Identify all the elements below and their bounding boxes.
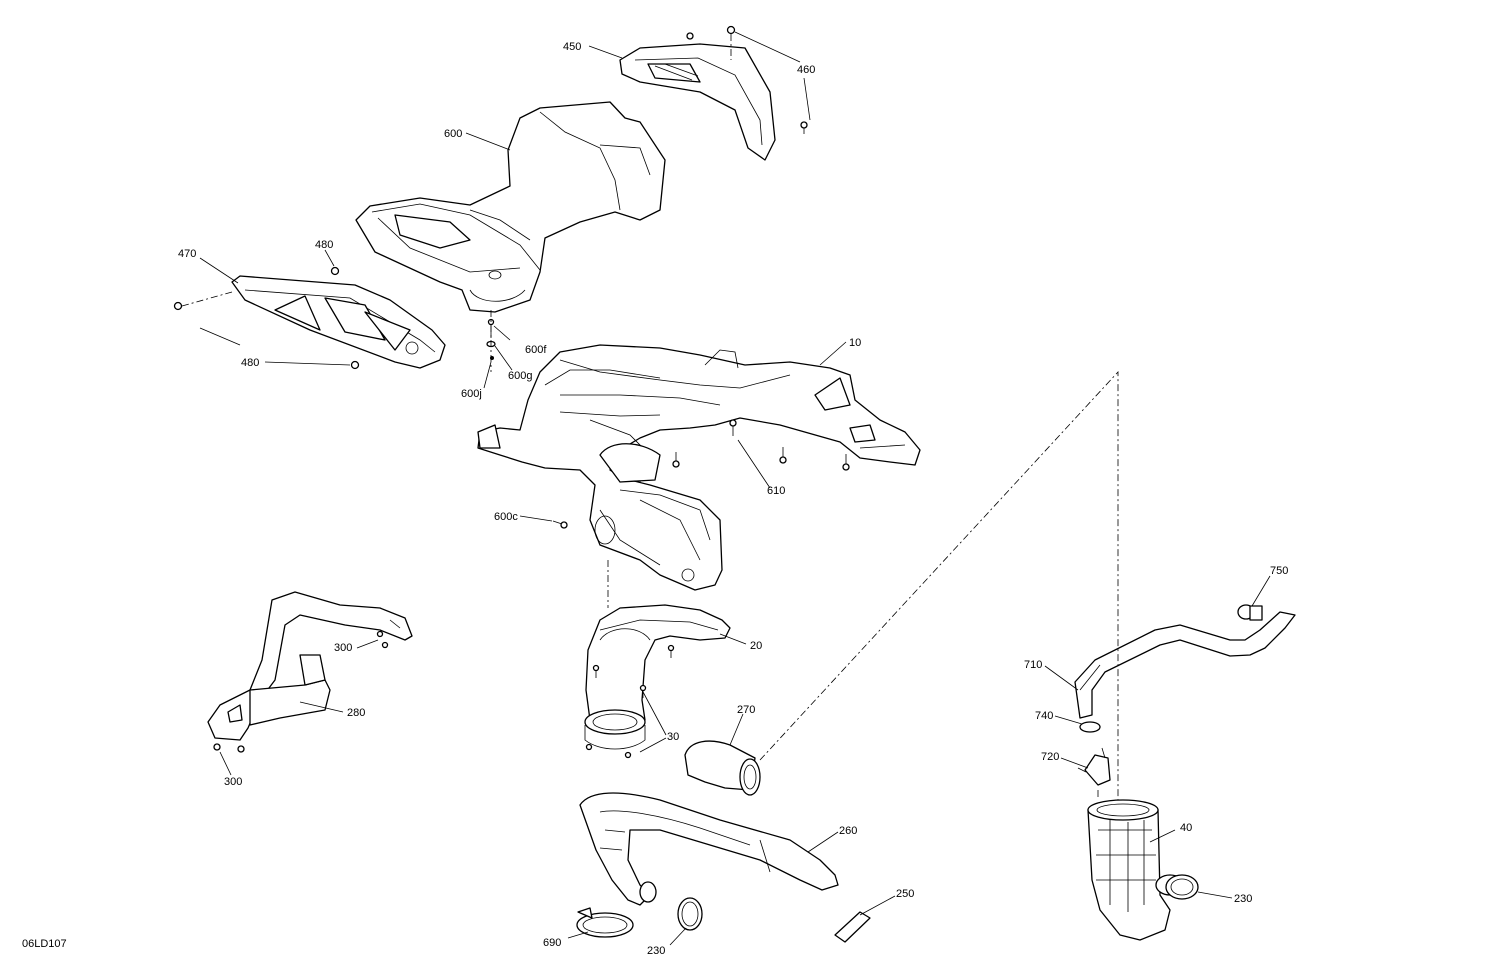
callout-600: 600: [444, 128, 462, 140]
part-690-clamp[interactable]: [576, 907, 634, 938]
part-230-clamp-lower[interactable]: [677, 897, 703, 931]
callout-280: 280: [347, 707, 365, 719]
callout-480-bottom: 480: [241, 357, 259, 369]
callout-300-bottom: 300: [224, 776, 242, 788]
callout-600g: 600g: [508, 370, 532, 382]
callout-10: 10: [849, 337, 861, 349]
part-300-fasteners[interactable]: [213, 630, 389, 753]
part-230-clamp-filter[interactable]: [1165, 874, 1199, 900]
callout-40: 40: [1180, 822, 1192, 834]
centerline-470: [181, 291, 233, 307]
callout-270: 270: [737, 704, 755, 716]
part-740-clamp[interactable]: [1079, 721, 1101, 733]
callout-250: 250: [896, 888, 914, 900]
callout-600c: 600c: [494, 511, 518, 523]
callout-720: 720: [1041, 751, 1059, 763]
callout-600f: 600f: [525, 344, 547, 356]
callout-260: 260: [839, 825, 857, 837]
part-600-upper-airbox[interactable]: [355, 101, 666, 313]
callout-230-lower: 230: [647, 945, 665, 957]
part-480-fasteners[interactable]: [173, 266, 360, 370]
part-750-cap[interactable]: [1237, 604, 1263, 621]
part-30-screws[interactable]: [585, 644, 675, 759]
part-260-long-hose[interactable]: [579, 792, 839, 906]
callout-470: 470: [178, 248, 196, 260]
drawing-id: 06LD107: [22, 938, 67, 950]
part-450-vent-cover[interactable]: [619, 43, 776, 161]
callout-750: 750: [1270, 565, 1288, 577]
callout-230-filter: 230: [1234, 893, 1252, 905]
part-460-screws[interactable]: [686, 25, 808, 135]
part-600c-screw[interactable]: [552, 520, 568, 529]
part-250-clip[interactable]: [834, 911, 871, 943]
callout-610: 610: [767, 485, 785, 497]
callout-450: 450: [563, 41, 581, 53]
centerline-270-40: [759, 370, 1119, 800]
callout-300-top: 300: [334, 642, 352, 654]
part-470-side-grille[interactable]: [231, 275, 446, 369]
callout-20: 20: [750, 640, 762, 652]
callout-710: 710: [1024, 659, 1042, 671]
callout-460: 460: [797, 64, 815, 76]
callout-690: 690: [543, 937, 561, 949]
callout-600j: 600j: [461, 388, 482, 400]
part-10-lower-airbox[interactable]: [477, 344, 921, 591]
part-40-filter[interactable]: [1087, 799, 1185, 941]
part-20-intake-duct[interactable]: [584, 604, 731, 750]
part-720-fitting[interactable]: [1077, 747, 1111, 786]
callout-30: 30: [667, 731, 679, 743]
callout-480-top: 480: [315, 239, 333, 251]
leader-lines: [199, 31, 1271, 946]
part-710-breather-tube[interactable]: [1074, 611, 1296, 719]
part-610-screws[interactable]: [672, 419, 850, 471]
part-270-elbow-hose[interactable]: [684, 740, 761, 796]
callout-740: 740: [1035, 710, 1053, 722]
part-280-bracket[interactable]: [207, 591, 413, 741]
